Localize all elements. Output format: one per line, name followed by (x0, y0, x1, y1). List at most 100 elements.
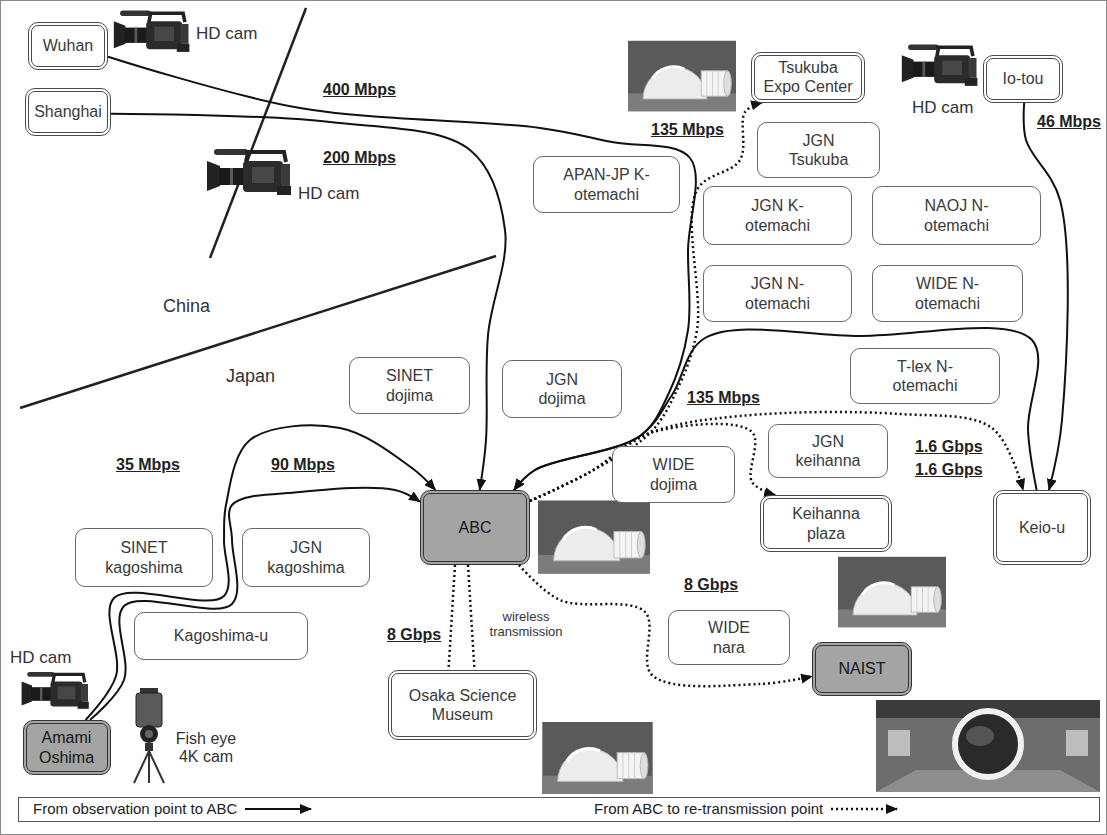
screen-glow (966, 726, 994, 746)
observation-link (111, 114, 506, 490)
network-node: SINET kagoshima (75, 528, 213, 587)
camera-body (136, 693, 162, 727)
node-text: APAN-JP K-otemachi (557, 165, 657, 203)
dome-photo (628, 41, 736, 111)
hub-site-box: NAIST (812, 642, 912, 696)
node-text: JGN Tsukuba (774, 131, 864, 169)
network-node: Kagoshima-u (134, 612, 308, 660)
node-text: Osaka Science Museum (398, 686, 528, 724)
network-node: JGN N-otemachi (703, 265, 852, 322)
network-node: JGN dojima (502, 360, 622, 418)
bandwidth-label: 35 Mbps (115, 455, 181, 474)
node-text: NAOJ N-otemachi (907, 196, 1007, 234)
site-box: Shanghai (25, 88, 111, 136)
observation-link (108, 57, 696, 490)
bandwidth-label: 135 Mbps (650, 120, 725, 139)
photo-panel (888, 730, 910, 756)
naist-photo (876, 700, 1100, 792)
node-text: JGN keihanna (788, 432, 868, 470)
node-text: Amami Oshima (32, 728, 102, 766)
legend-sample (829, 802, 901, 816)
site-box: Tsukuba Expo Center (751, 52, 865, 103)
network-node: WIDE dojima (612, 446, 735, 503)
network-node: T-lex N-otemachi (850, 348, 1000, 404)
observation-link (1024, 103, 1068, 490)
legend-sample (243, 802, 315, 816)
tripod-leg (148, 751, 150, 783)
bandwidth-label: 1.6 Gbps (914, 437, 984, 456)
node-text: ABC (459, 518, 492, 537)
photo-panel (1066, 730, 1088, 756)
node-text: JGN N-otemachi (728, 274, 828, 312)
network-node: SINET dojima (349, 357, 470, 414)
legend-text: From observation point to ABC (33, 800, 237, 818)
dome-photo (542, 722, 652, 794)
observation-link (90, 488, 420, 720)
bandwidth-label: 400 Mbps (322, 80, 397, 99)
bandwidth-label: 46 Mbps (1036, 112, 1102, 131)
round-screen (955, 711, 1021, 777)
network-node: WIDE nara (668, 610, 790, 665)
region-label: China (163, 296, 210, 317)
retransmission-link (530, 103, 762, 501)
lens-glass (145, 730, 153, 738)
node-text: T-lex N-otemachi (875, 357, 975, 395)
hd-camera (902, 45, 978, 86)
network-node: NAOJ N-otemachi (872, 186, 1041, 245)
legend-line (245, 808, 311, 810)
camera-label: HD cam (912, 98, 973, 118)
bandwidth-label: 135 Mbps (686, 388, 761, 407)
node-text: JGN dojima (532, 370, 592, 408)
camera-label: Fish eye 4K cam (170, 730, 242, 767)
bandwidth-label: 200 Mbps (322, 148, 397, 167)
legend-text: From ABC to re-transmission point (594, 800, 823, 818)
photo-background (876, 700, 1100, 792)
legend-item: From observation point to ABC (33, 800, 315, 818)
hd-camera (22, 672, 89, 709)
bandwidth-label: 8 Gbps (386, 625, 442, 644)
observation-link (514, 328, 1038, 490)
node-text: Kagoshima-u (174, 626, 268, 645)
retransmission-link (530, 412, 1023, 501)
node-text: Wuhan (43, 36, 93, 55)
bandwidth-label: 90 Mbps (270, 455, 336, 474)
legend-item: From ABC to re-transmission point (594, 800, 901, 818)
site-box: Osaka Science Museum (388, 670, 537, 740)
hd-camera (207, 149, 291, 195)
node-text: Keihanna plaza (786, 504, 866, 542)
node-text: JGN kagoshima (261, 538, 351, 576)
node-text: WIDE nara (699, 618, 759, 656)
node-text: Tsukuba Expo Center (760, 58, 856, 96)
fisheye-lens (140, 725, 158, 743)
network-node: WIDE N-otemachi (872, 265, 1023, 322)
node-text: Keio-u (1019, 518, 1065, 537)
hub-site-box: Amami Oshima (23, 720, 111, 775)
camera-label: HD cam (196, 24, 257, 44)
dome-photo (838, 557, 946, 627)
observation-link (86, 425, 436, 720)
bandwidth-label: 8 Gbps (683, 575, 739, 594)
network-node: JGN K-otemachi (703, 186, 852, 245)
camera-label: HD cam (10, 648, 71, 668)
hub-site-box: ABC (420, 490, 530, 565)
retransmission-link (519, 565, 812, 686)
network-node: JGN Tsukuba (757, 122, 880, 178)
fisheye-camera (134, 688, 164, 783)
site-box: Wuhan (28, 22, 108, 70)
legend-line (831, 808, 897, 811)
border-line (20, 256, 496, 408)
network-node: JGN keihanna (768, 424, 888, 478)
node-text: Shanghai (34, 102, 102, 121)
node-text: WIDE dojima (639, 455, 709, 493)
site-box: Keio-u (993, 490, 1091, 565)
node-text: SINET kagoshima (99, 538, 189, 576)
node-text: Io-tou (1003, 69, 1044, 88)
dome-photo (538, 500, 650, 573)
legend-box: From observation point to ABC From ABC to… (18, 797, 1100, 822)
border-line (210, 8, 306, 258)
network-node: JGN kagoshima (242, 528, 370, 587)
tripod-leg (149, 751, 164, 783)
tripod-leg (134, 751, 149, 783)
